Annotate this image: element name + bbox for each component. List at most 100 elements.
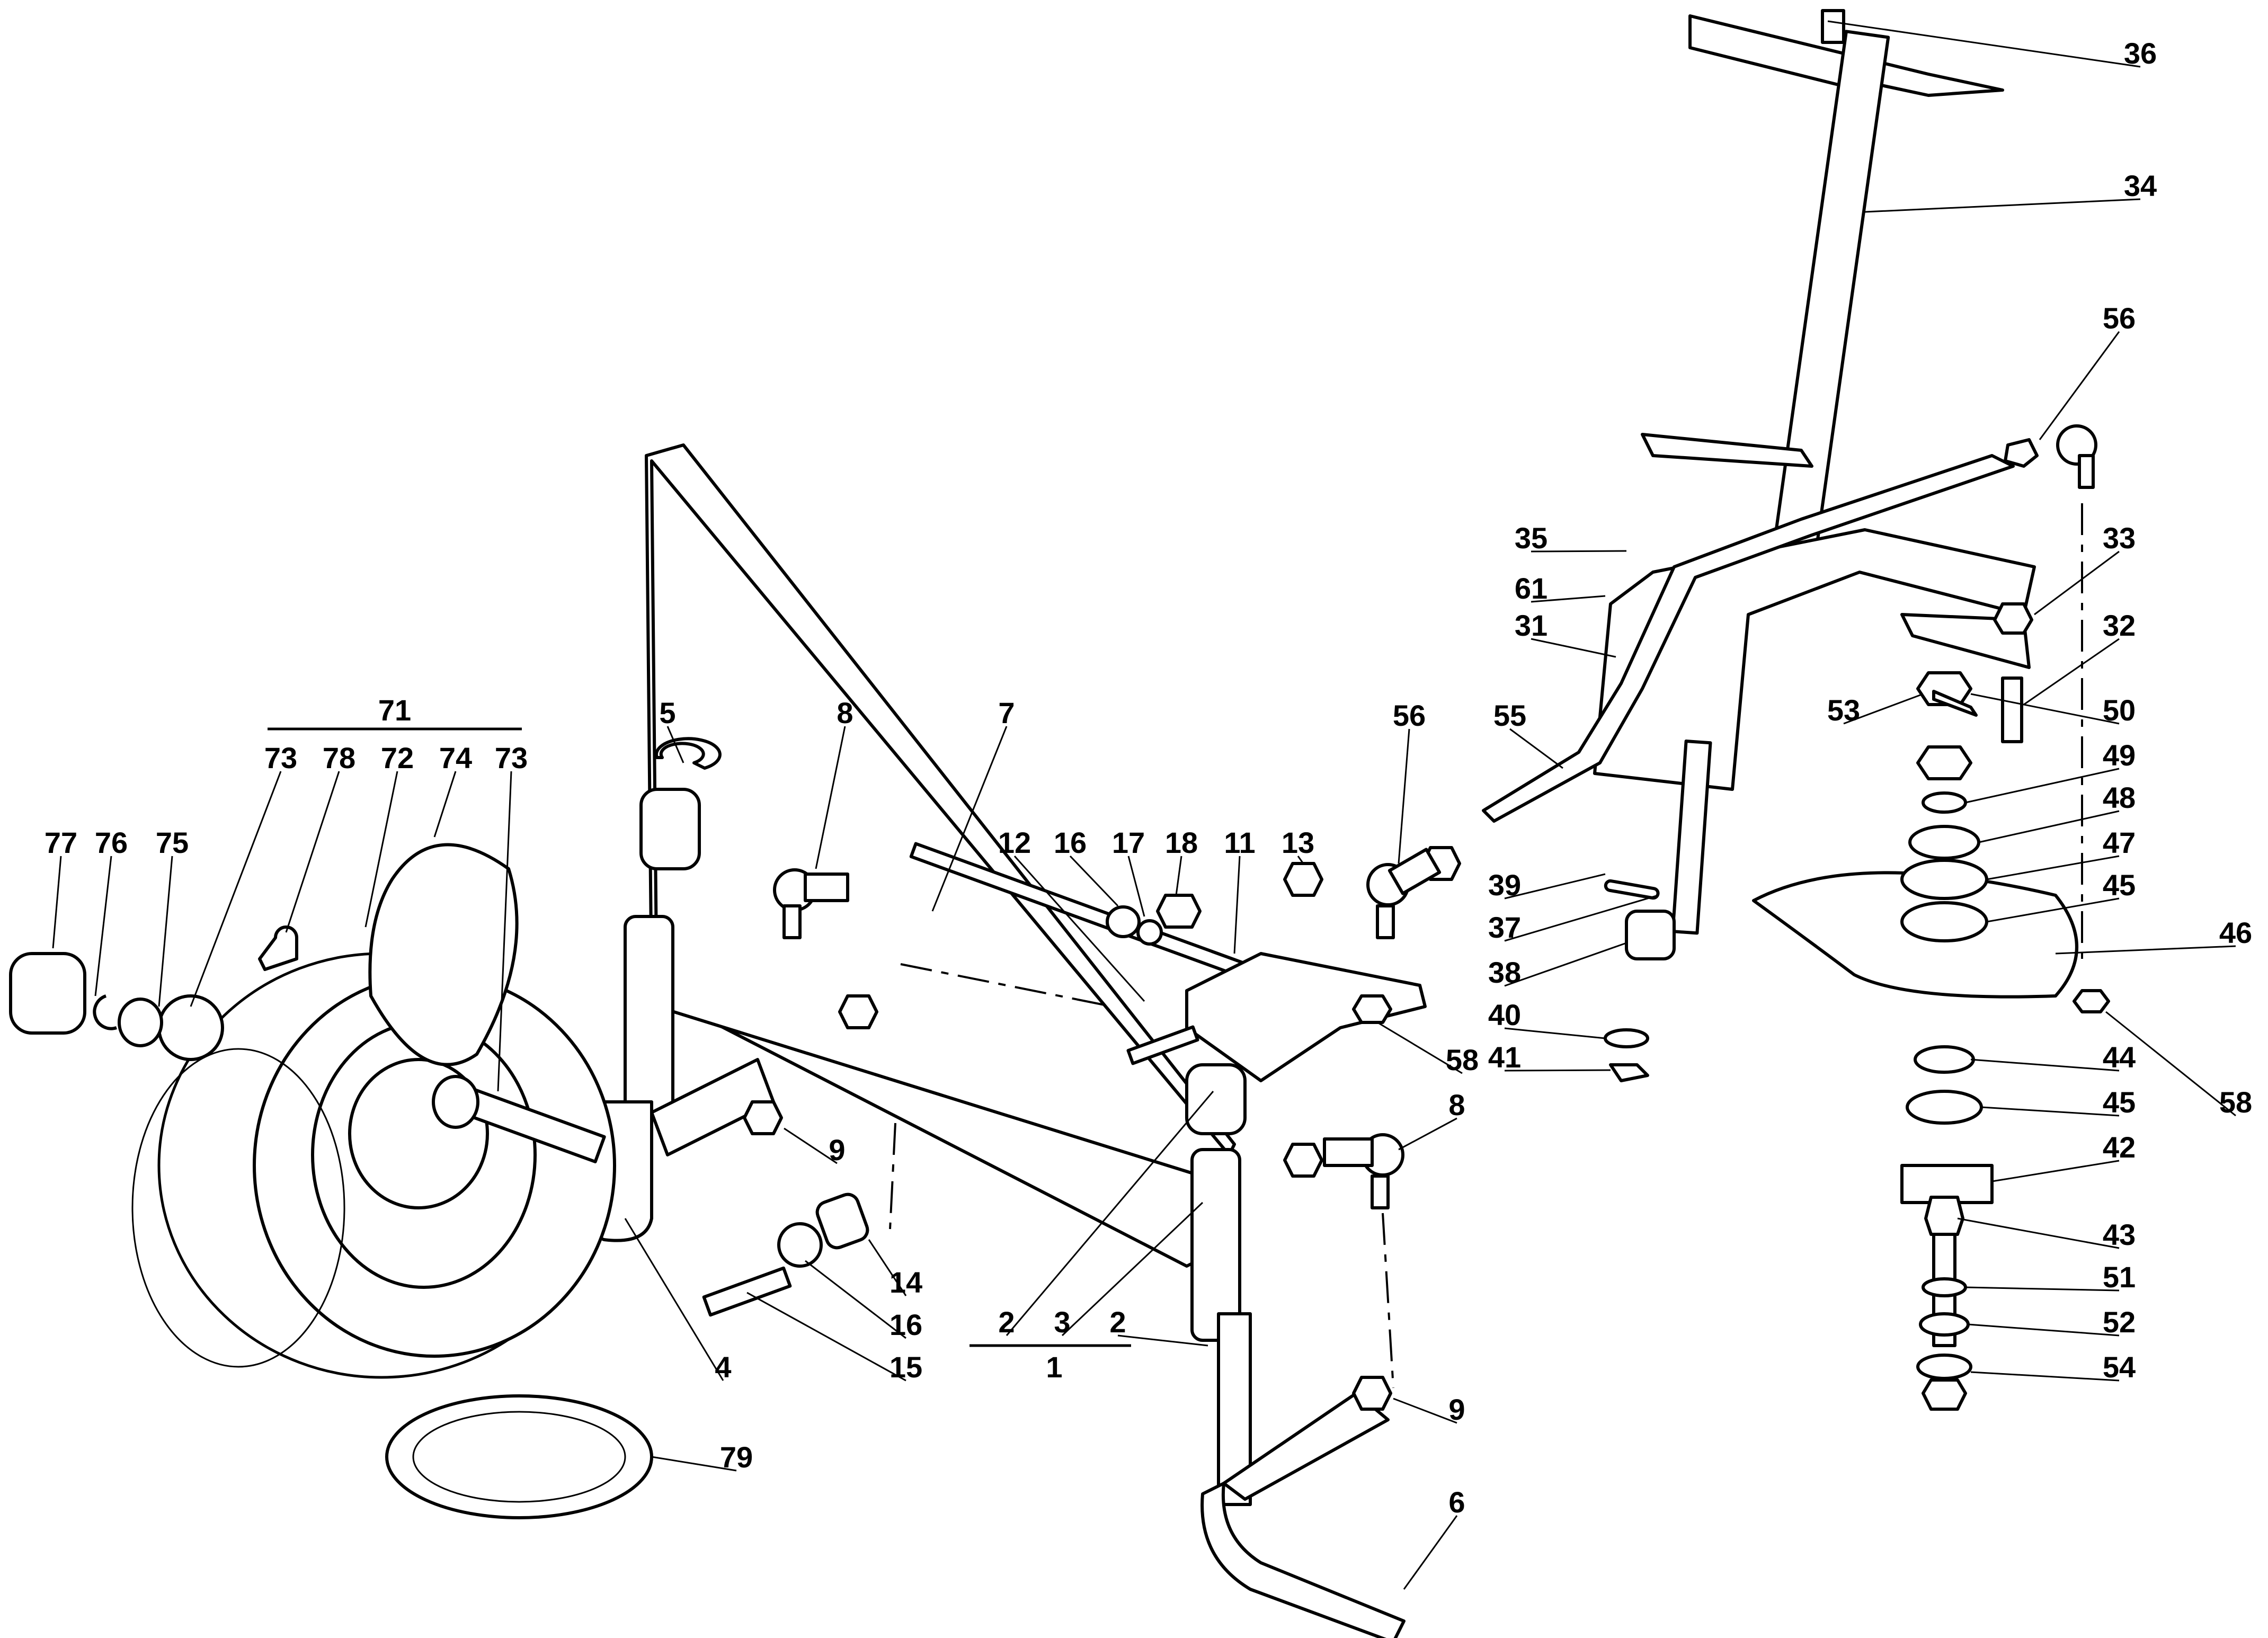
- part-label-42: 42: [2103, 1130, 2136, 1164]
- leader-line-77: [52, 856, 62, 949]
- part-label-56: 56: [1393, 699, 1426, 732]
- part-label-45: 45: [2103, 1085, 2136, 1119]
- part-label-31: 31: [1515, 609, 1547, 642]
- clip-41: [1609, 1063, 1649, 1082]
- pin-39: [1604, 879, 1660, 900]
- centerline-tie: [900, 963, 1113, 1008]
- part-label-13: 13: [1282, 826, 1314, 859]
- part-label-36: 36: [2124, 37, 2157, 70]
- leader-line-11: [1233, 856, 1241, 954]
- leader-line-33: [2034, 550, 2120, 616]
- leader-line-3: [1061, 1201, 1204, 1337]
- leader-line-8: [1398, 1117, 1457, 1151]
- part-label-47: 47: [2103, 826, 2136, 859]
- leader-line-38: [1504, 942, 1627, 987]
- leader-line-41: [1504, 1069, 1611, 1072]
- part-label-44: 44: [2103, 1040, 2136, 1074]
- part-label-3: 3: [1054, 1305, 1070, 1339]
- leader-line-51: [1965, 1286, 2120, 1292]
- part-label-58: 58: [2219, 1085, 2252, 1119]
- part-label-41: 41: [1488, 1040, 1521, 1074]
- part-label-39: 39: [1488, 868, 1521, 902]
- part-label-16: 16: [1054, 826, 1087, 859]
- leader-line-79: [651, 1456, 737, 1472]
- part-label-5: 5: [659, 696, 675, 729]
- leader-line-61: [1531, 595, 1606, 603]
- part-label-74: 74: [439, 741, 472, 775]
- steering-shaft: [1671, 740, 1712, 935]
- bushing-upper-left: [639, 788, 701, 870]
- leader-line-14: [868, 1239, 907, 1296]
- part-label-58: 58: [1446, 1043, 1479, 1076]
- clip-76: [93, 994, 117, 1030]
- leader-line-47: [1986, 855, 2120, 880]
- part-label-11: 11: [1224, 826, 1255, 859]
- part-label-15: 15: [890, 1350, 922, 1384]
- bearing-73: [432, 1075, 479, 1129]
- leader-line-32: [2023, 638, 2120, 706]
- part-label-48: 48: [2103, 781, 2136, 814]
- leader-line-16: [805, 1260, 906, 1339]
- part-label-12: 12: [998, 826, 1031, 859]
- leader-line-36: [1827, 20, 2141, 68]
- part-label-35: 35: [1515, 521, 1547, 555]
- leader-line-15: [746, 1292, 906, 1382]
- leader-line-48: [1978, 810, 2120, 843]
- part-label-46: 46: [2219, 916, 2252, 949]
- leader-line-6: [1403, 1515, 1458, 1590]
- leader-line-73: [497, 771, 512, 1092]
- part-label-37: 37: [1488, 911, 1521, 944]
- leader-line-39: [1504, 873, 1606, 900]
- leader-line-34: [1864, 198, 2141, 213]
- leader-line-13: [1297, 856, 1304, 864]
- part-label-53: 53: [1827, 693, 1860, 727]
- part-label-51: 51: [2103, 1260, 2136, 1294]
- centerline-right-spindle: [1382, 1213, 1394, 1388]
- leader-lines: [52, 20, 2236, 1590]
- ball-joint-56-left: [1366, 848, 1442, 939]
- part-label-16: 16: [890, 1308, 922, 1341]
- steering-column: [1688, 9, 2004, 564]
- part-label-77: 77: [45, 826, 77, 859]
- leader-line-8: [815, 726, 846, 869]
- leader-line-17: [1127, 856, 1145, 917]
- part-label-40: 40: [1488, 998, 1521, 1031]
- part-label-8: 8: [837, 696, 853, 729]
- leader-line-78: [285, 771, 340, 933]
- spindle-right: [1200, 1312, 1406, 1638]
- leader-line-40: [1504, 1027, 1606, 1039]
- part-label-7: 7: [998, 696, 1015, 729]
- leader-line-16: [1069, 855, 1119, 907]
- steering-arm: [1185, 952, 1427, 1082]
- leader-line-2: [1006, 1091, 1214, 1336]
- leader-line-54: [1970, 1371, 2120, 1382]
- part-label-71: 71: [378, 693, 411, 727]
- leader-line-53: [1843, 693, 1924, 725]
- leader-line-49: [1965, 768, 2120, 804]
- leader-line-73: [190, 771, 282, 1007]
- part-label-2: 2: [998, 1305, 1015, 1339]
- part-label-72: 72: [381, 741, 414, 775]
- leader-line-9: [784, 1127, 838, 1164]
- valve-78: [258, 925, 298, 971]
- part-label-52: 52: [2103, 1305, 2136, 1339]
- leader-line-56: [1398, 728, 1410, 864]
- leader-line-72: [364, 771, 398, 928]
- leader-line-50: [1970, 693, 2120, 725]
- leader-line-58: [2105, 1011, 2236, 1117]
- leader-line-74: [433, 771, 457, 838]
- part-label-61: 61: [1515, 572, 1547, 605]
- bushing-upper-right: [1185, 1063, 1247, 1135]
- leader-line-75: [158, 856, 173, 1007]
- part-label-73: 73: [495, 741, 528, 775]
- part-label-45: 45: [2103, 868, 2136, 902]
- leader-line-2: [1117, 1334, 1208, 1347]
- part-label-73: 73: [264, 741, 297, 775]
- dust-cover-79: [385, 1394, 653, 1519]
- pinion-gear: [1625, 910, 1676, 960]
- leader-line-45: [1981, 1106, 2120, 1117]
- part-label-43: 43: [2103, 1218, 2136, 1251]
- washer-76: [118, 998, 163, 1047]
- part-label-1: 1: [1046, 1350, 1062, 1384]
